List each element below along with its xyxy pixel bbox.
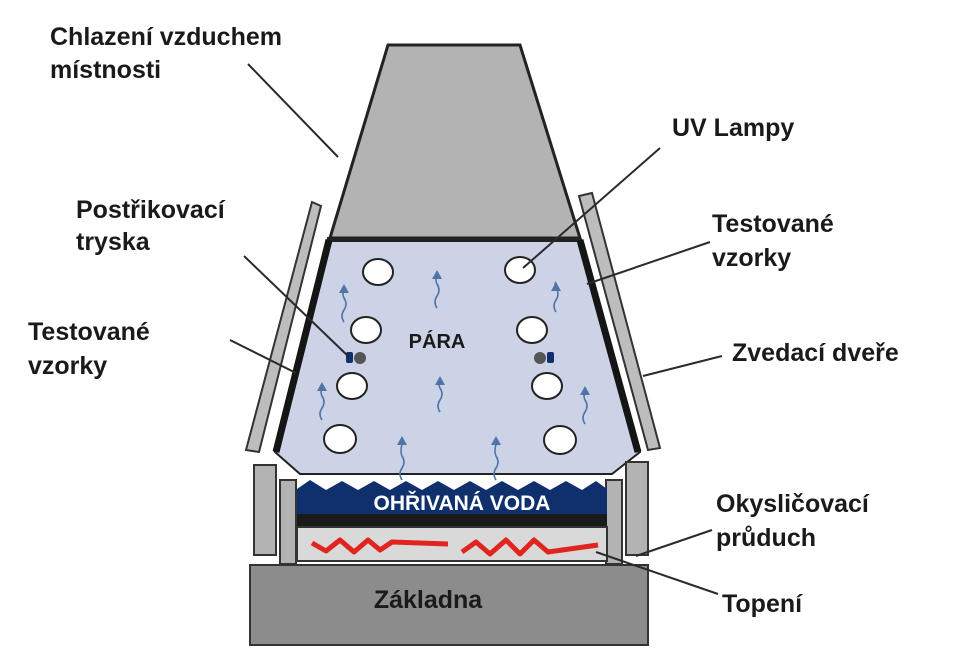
sample-right-4 [543,425,577,455]
steam-arrow-6 [580,386,590,425]
heater-compartment [296,526,608,562]
steam-arrows [317,270,590,481]
heated-water-label: OHŘIVANÁ VODA [374,491,551,515]
leader-uv-lamps [522,147,661,269]
leader-oxygen-duct [635,529,713,557]
sample-right-2 [516,316,548,344]
base [249,564,649,646]
leader-spray-nozzle [243,255,350,358]
cooling-hood [327,43,583,240]
steam-arrow-7 [397,436,407,481]
right-inner-panel [605,479,623,565]
label-samples-right-line1: Testované [712,210,834,238]
heated-water [297,480,607,514]
right-lifting-door [577,191,662,452]
label-oxygen-duct-line2: průduch [716,524,816,552]
leader-samples-left [229,339,297,374]
sample-left-2 [350,316,382,344]
left-outer-panel [253,464,277,556]
sample-left-4 [323,424,357,454]
label-samples-left-line1: Testované [28,318,150,346]
steam-arrow-2 [432,270,442,309]
right-outer-panel [625,461,649,556]
spray-nozzle-left [346,352,366,364]
test-samples [323,256,577,455]
label-spray-nozzle-line2: tryska [76,228,151,256]
label-samples-left-line2: vzorky [28,352,107,380]
spray-nozzle-right [534,352,554,364]
label-uv-lamps: UV Lampy [672,114,794,142]
sample-left-3 [336,372,368,400]
left-wall [272,239,333,453]
label-samples-right-line2: vzorky [712,244,791,272]
steam-arrow-5 [435,376,445,413]
label-heating: Topení [722,590,803,618]
heater-coil-left [310,537,449,555]
heater-coil-right [460,537,599,557]
label-spray-nozzle-line1: Postřikovací [76,196,226,224]
base-label: Základna [374,586,483,614]
label-oxygen-duct-line1: Okysličovací [716,490,870,518]
water-pan [297,514,607,527]
sample-left-1 [362,258,394,286]
steam-label: PÁRA [409,330,466,353]
label-room-cooling-line1: Chlazení vzduchem [50,23,282,51]
steam-arrow-1 [339,284,349,323]
label-room-cooling-line2: místnosti [50,56,161,84]
label-lifting-doors: Zvedací dveře [732,339,899,367]
leader-lifting-doors [642,355,723,377]
leader-heating [595,551,719,595]
leader-samples-right [586,241,711,285]
left-inner-panel [279,479,297,565]
steam-arrow-4 [317,382,327,421]
steam-arrow-3 [551,281,561,313]
leader-room-cooling [247,63,339,158]
sample-right-3 [531,372,563,400]
right-wall [576,239,642,453]
steam-arrow-8 [491,436,501,481]
left-lifting-door [244,200,323,454]
